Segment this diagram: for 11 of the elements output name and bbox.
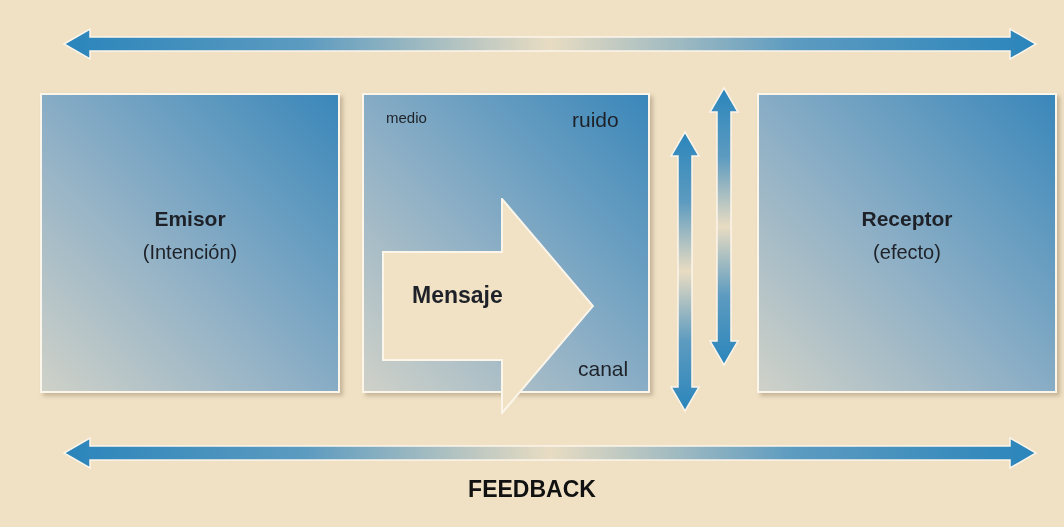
node-title: Receptor <box>860 207 954 231</box>
caption-label: FEEDBACK <box>467 476 597 503</box>
node-subtitle: (Intención) <box>141 241 239 264</box>
process-box <box>757 93 1057 393</box>
node-title: Emisor <box>153 207 227 231</box>
process-box <box>40 93 340 393</box>
annotation: medio <box>386 109 427 126</box>
node-subtitle: (efecto) <box>872 241 942 264</box>
annotation: ruido <box>572 108 619 132</box>
annotation: canal <box>578 357 629 381</box>
node-title: Mensaje <box>412 282 503 309</box>
